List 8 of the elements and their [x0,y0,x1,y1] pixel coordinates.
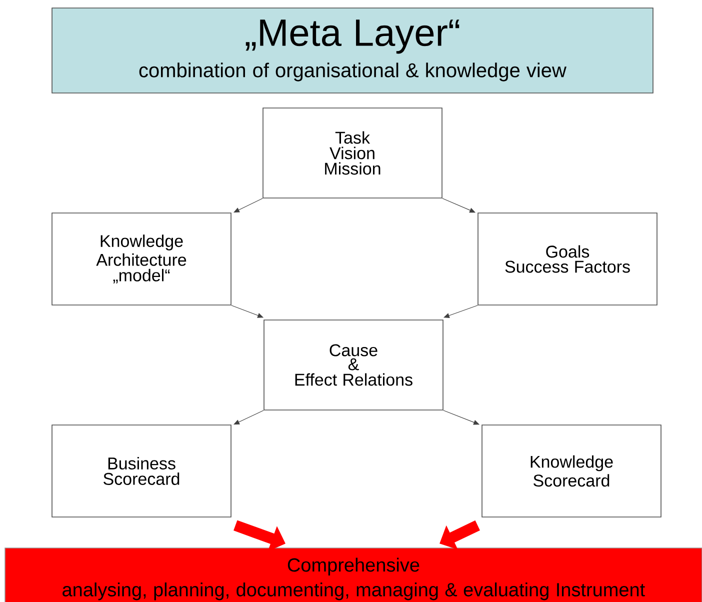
process-box: Knowledge Architecture „model“ [52,212,232,306]
process-box: Goals Success Factors [478,212,658,306]
process-box: Cause & Effect Relations [264,320,444,410]
process-box: Business Scorecard [52,424,232,518]
process-box: Knowledge Scorecard [482,424,662,518]
result-band: Comprehensive analysing, planning, documenting, managing & evaluating Instrument [4,548,702,602]
process-box: Task Vision Mission [262,108,442,198]
header-box: „Meta Layer“ combination of organisational & knowledge view [52,8,654,94]
